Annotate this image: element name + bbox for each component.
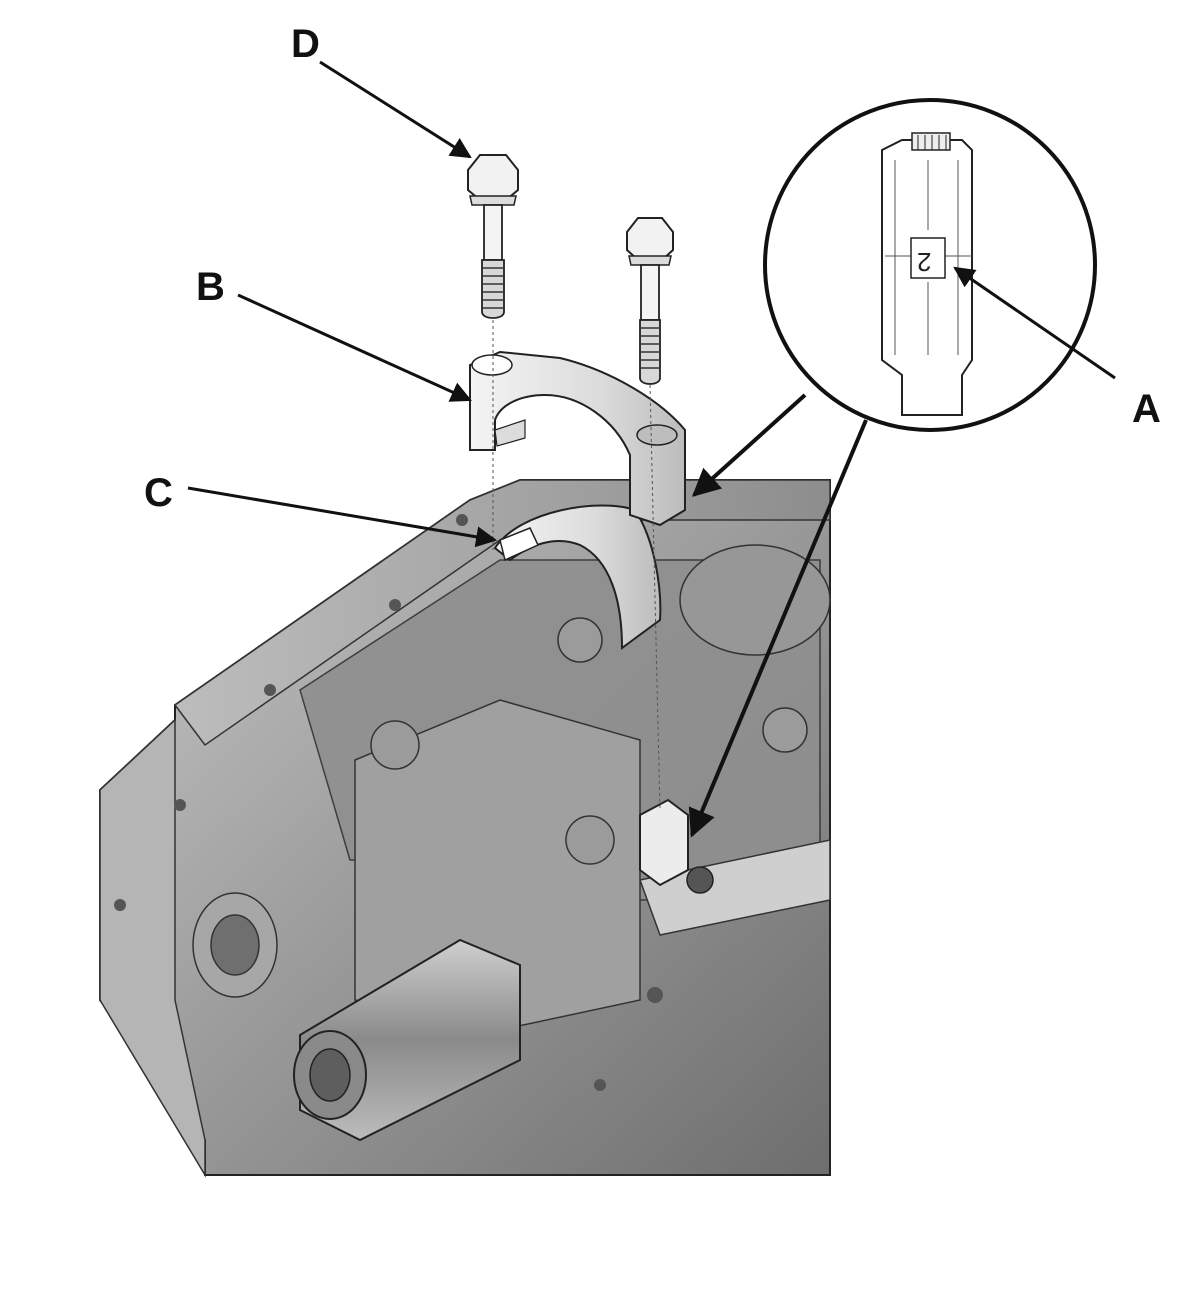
callout-label-b: B xyxy=(196,265,225,309)
callout-label-d: D xyxy=(291,22,320,66)
callout-leaders xyxy=(187,60,1116,548)
bearing-shell-c xyxy=(493,504,662,650)
detail-leaders xyxy=(688,393,868,838)
bearing-cap-b xyxy=(469,350,686,527)
cap-bolt-right xyxy=(626,217,674,385)
position-mark-glyph: 2 xyxy=(917,247,932,277)
cap-bolt-d xyxy=(467,154,519,319)
detail-circle xyxy=(763,98,1097,432)
callout-label-c: C xyxy=(144,471,173,515)
alignment-lines xyxy=(492,320,661,811)
engine-block xyxy=(99,479,831,1178)
callout-label-a: A xyxy=(1132,387,1161,431)
